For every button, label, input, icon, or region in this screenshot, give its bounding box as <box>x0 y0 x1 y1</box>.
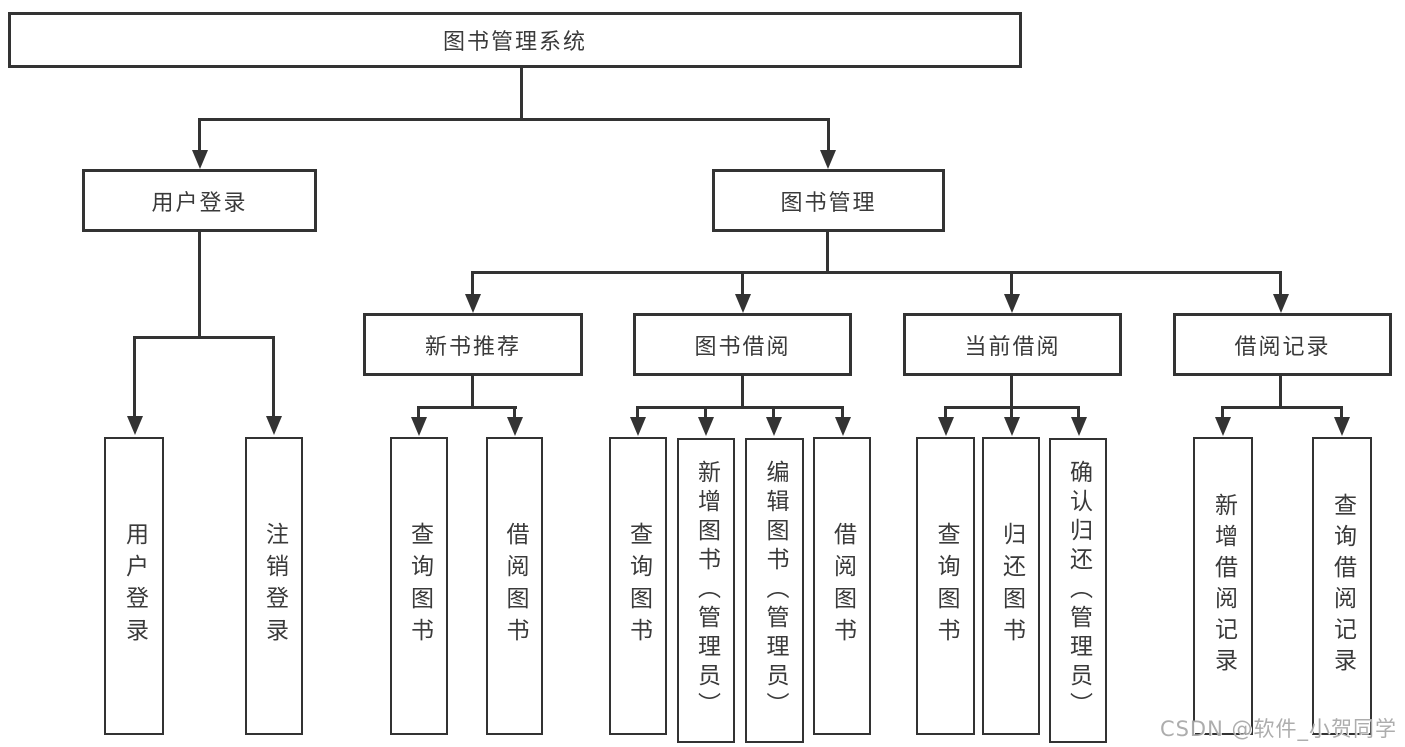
leaf-label: 查询图书 <box>933 522 959 650</box>
leaf-label: 新增图书（管理员） <box>693 460 720 721</box>
connector-drop-borrow-records <box>1279 271 1282 295</box>
arrowhead-borrow-records <box>1273 294 1289 313</box>
leaf-label: 用户登录 <box>121 522 148 650</box>
connector-drop-leaf-logout <box>272 336 275 417</box>
connector-root-rail <box>198 118 830 121</box>
connector-drop-new-book <box>471 271 474 295</box>
leaf-label: 归还图书 <box>998 522 1025 650</box>
node-label: 当前借阅 <box>964 334 1061 360</box>
arrowhead-leaf <box>411 417 427 436</box>
connector-book-borrow-stem <box>741 376 744 409</box>
connector-drop <box>1077 406 1080 419</box>
csdn-watermark: CSDN @软件_小贺同学 <box>1159 717 1397 741</box>
node-user-login: 用户登录 <box>82 169 317 232</box>
arrowhead-new-book <box>465 294 481 313</box>
connector-new-book-rail <box>417 406 517 409</box>
leaf-user-login: 用户登录 <box>104 437 164 735</box>
arrowhead-book-management <box>820 150 836 169</box>
arrowhead-leaf <box>698 417 714 436</box>
connector-book-borrow-rail <box>636 406 844 409</box>
arrowhead-leaf <box>766 417 782 436</box>
leaf-logout: 注销登录 <box>245 437 303 735</box>
arrowhead-leaf <box>1004 417 1020 436</box>
connector-drop-book-borrow <box>741 271 744 295</box>
leaf-add-book-admin: 新增图书（管理员） <box>677 438 735 743</box>
leaf-label: 借阅图书 <box>829 522 856 650</box>
connector-root-stem <box>520 68 523 119</box>
connector-drop <box>1340 406 1343 419</box>
node-current-borrow: 当前借阅 <box>903 313 1122 376</box>
leaf-search-borrow-record: 查询借阅记录 <box>1312 437 1372 735</box>
connector-drop-leaf-login <box>133 336 136 417</box>
leaf-label: 借阅图书 <box>502 522 528 650</box>
arrowhead-leaf <box>1334 417 1350 436</box>
connector-drop-user-login <box>198 118 201 152</box>
arrowhead-leaf <box>507 417 523 436</box>
node-book-management: 图书管理 <box>712 169 945 232</box>
leaf-add-borrow-record: 新增借阅记录 <box>1193 437 1253 735</box>
leaf-label: 新增借阅记录 <box>1210 493 1237 679</box>
arrowhead-current-borrow <box>1004 294 1020 313</box>
node-label: 图书借阅 <box>694 334 791 360</box>
connector-borrow-records-stem <box>1279 376 1282 409</box>
arrowhead-user-login <box>192 150 208 169</box>
leaf-label: 编辑图书（管理员） <box>762 460 788 721</box>
arrowhead-leaf <box>938 417 954 436</box>
node-label: 图书管理 <box>780 190 877 216</box>
leaf-label: 查询借阅记录 <box>1329 493 1356 679</box>
leaf-edit-book-admin: 编辑图书（管理员） <box>745 438 804 743</box>
arrowhead-leaf-login <box>127 416 143 435</box>
connector-new-book-stem <box>471 376 474 409</box>
arrowhead-leaf <box>1215 417 1231 436</box>
node-new-book-recommend: 新书推荐 <box>363 313 583 376</box>
leaf-label: 查询图书 <box>406 522 433 650</box>
node-label: 用户登录 <box>151 190 248 216</box>
leaf-confirm-return-admin: 确认归还（管理员） <box>1049 438 1107 743</box>
arrowhead-leaf-logout <box>266 416 282 435</box>
leaf-label: 确认归还（管理员） <box>1065 460 1092 721</box>
node-label: 借阅记录 <box>1234 334 1331 360</box>
node-root-library-system: 图书管理系统 <box>8 12 1022 68</box>
connector-drop-book-management <box>827 118 830 152</box>
connector-drop <box>417 406 420 419</box>
node-label: 新书推荐 <box>424 334 521 360</box>
connector-book-mgmt-stem <box>826 232 829 274</box>
leaf-return-book: 归还图书 <box>982 437 1040 735</box>
leaf-borrow-books-recommend: 借阅图书 <box>486 437 543 735</box>
connector-current-borrow-stem <box>1010 376 1013 409</box>
leaf-label: 查询图书 <box>625 522 652 650</box>
leaf-borrow-books: 借阅图书 <box>813 437 871 735</box>
connector-book-mgmt-rail <box>471 271 1281 274</box>
connector-drop <box>772 406 775 419</box>
arrowhead-leaf <box>630 417 646 436</box>
connector-drop <box>1010 406 1013 419</box>
connector-drop <box>1221 406 1224 419</box>
leaf-search-books-recommend: 查询图书 <box>390 437 448 735</box>
connector-drop <box>636 406 639 419</box>
connector-drop-current-borrow <box>1010 271 1013 295</box>
leaf-label: 注销登录 <box>261 522 288 650</box>
node-borrow-records: 借阅记录 <box>1173 313 1392 376</box>
connector-user-login-stem <box>198 232 201 339</box>
connector-borrow-records-rail <box>1221 406 1343 409</box>
arrowhead-book-borrow <box>735 294 751 313</box>
node-label: 图书管理系统 <box>442 30 587 55</box>
connector-drop <box>944 406 947 419</box>
leaf-search-books: 查询图书 <box>609 437 667 735</box>
connector-drop <box>841 406 844 419</box>
leaf-search-current: 查询图书 <box>916 437 975 735</box>
node-book-borrow: 图书借阅 <box>633 313 852 376</box>
connector-drop <box>704 406 707 419</box>
connector-user-login-rail <box>133 336 275 339</box>
arrowhead-leaf <box>835 417 851 436</box>
arrowhead-leaf <box>1071 417 1087 436</box>
connector-drop <box>513 406 516 419</box>
